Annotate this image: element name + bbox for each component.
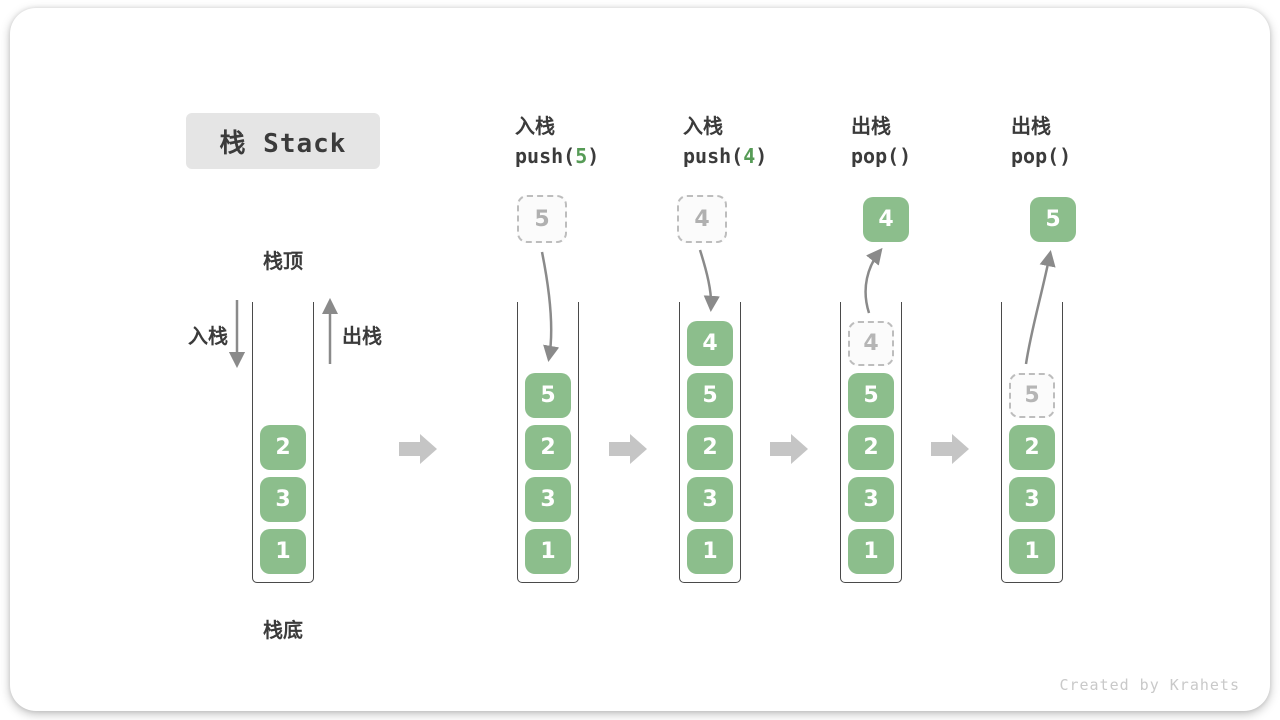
label-stack-bottom: 栈底 xyxy=(263,620,303,642)
op-4-label: 出栈 xyxy=(1011,116,1051,138)
moving-element-push-5: 5 xyxy=(517,195,567,243)
op-code-part: ) xyxy=(755,144,768,168)
op-4-code: pop() xyxy=(1011,144,1071,168)
op-2-code: push(4) xyxy=(683,144,767,168)
op-1-label: 入栈 xyxy=(515,116,555,138)
op-code-part: push( xyxy=(683,144,744,168)
stack-cell: 2 xyxy=(525,425,571,470)
op-3-code: pop() xyxy=(851,144,911,168)
stack-cell: 3 xyxy=(848,477,894,522)
op-2-label: 入栈 xyxy=(683,116,723,138)
stack-cell-ghost: 4 xyxy=(848,321,894,366)
moving-element-pop-4: 4 xyxy=(863,197,909,242)
stack-cell: 3 xyxy=(687,477,733,522)
op-1-code: push(5) xyxy=(515,144,599,168)
label-pop-direction: 出栈 xyxy=(342,326,382,348)
stack-cell: 1 xyxy=(260,529,306,574)
stack-cell: 2 xyxy=(1009,425,1055,470)
op-code-part: 4 xyxy=(743,144,756,168)
moving-element-pop-5: 5 xyxy=(1030,197,1076,242)
stack-cell: 1 xyxy=(1009,529,1055,574)
label-stack-top: 栈顶 xyxy=(263,251,303,273)
stack-cell: 2 xyxy=(260,425,306,470)
diagram-title: 栈 Stack xyxy=(219,128,347,159)
stack-cell: 2 xyxy=(687,425,733,470)
op-code-part: ) xyxy=(587,144,600,168)
stack-cell-ghost: 5 xyxy=(1009,373,1055,418)
watermark-credit: Created by Krahets xyxy=(1059,676,1240,694)
stack-cell: 3 xyxy=(260,477,306,522)
stack-cell: 3 xyxy=(1009,477,1055,522)
stack-cell: 1 xyxy=(687,529,733,574)
stack-cell: 1 xyxy=(848,529,894,574)
stack-cell: 5 xyxy=(848,373,894,418)
label-push-direction: 入栈 xyxy=(188,326,228,348)
op-code-part: ) xyxy=(899,144,912,168)
op-code-part: pop( xyxy=(1011,144,1060,168)
diagram-title-box: 栈 Stack xyxy=(186,113,380,169)
moving-element-push-4: 4 xyxy=(677,195,727,243)
op-code-part: ) xyxy=(1059,144,1072,168)
stack-cell: 3 xyxy=(525,477,571,522)
op-code-part: pop( xyxy=(851,144,900,168)
stack-cell: 5 xyxy=(525,373,571,418)
stack-cell: 4 xyxy=(687,321,733,366)
op-code-part: 5 xyxy=(575,144,588,168)
stack-cell: 5 xyxy=(687,373,733,418)
op-3-label: 出栈 xyxy=(851,116,891,138)
stack-cell: 1 xyxy=(525,529,571,574)
op-code-part: push( xyxy=(515,144,576,168)
stack-cell: 2 xyxy=(848,425,894,470)
